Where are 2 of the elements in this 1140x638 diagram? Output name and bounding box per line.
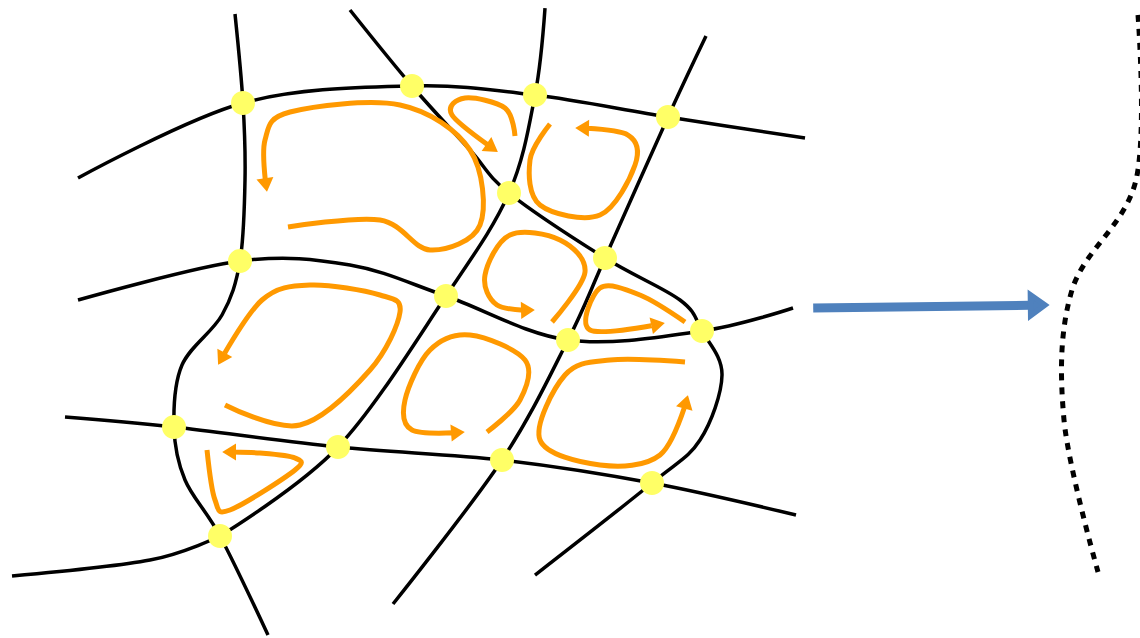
mesh-drawing bbox=[11, 7, 806, 636]
dotted-curve-drawing bbox=[1059, 14, 1140, 573]
